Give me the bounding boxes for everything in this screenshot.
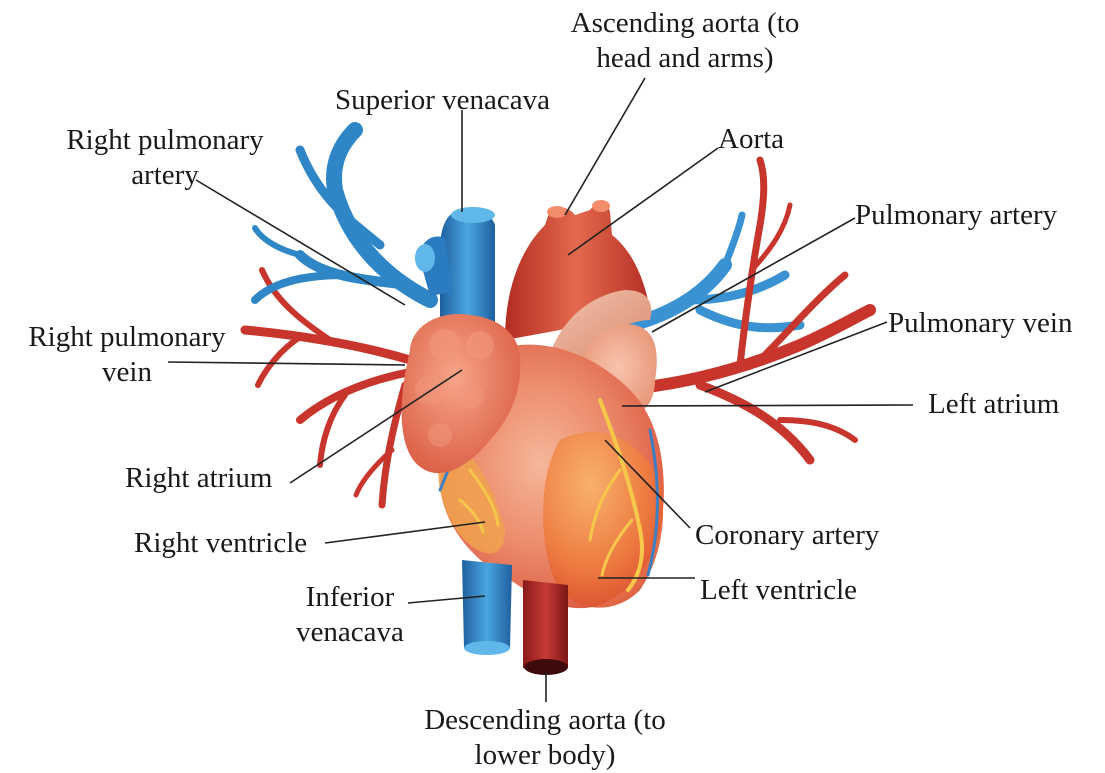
label-ascending-aorta-line1: Ascending aorta (to — [540, 6, 830, 41]
label-right-pulmonary-vein-line2: vein — [2, 355, 252, 390]
label-right-ventricle: Right ventricle — [134, 526, 307, 561]
label-left-ventricle: Left ventricle — [700, 573, 857, 608]
label-descending-aorta-line1: Descending aorta (to — [390, 703, 700, 738]
label-left-atrium: Left atrium — [928, 387, 1059, 422]
label-ascending-aorta-line2: head and arms) — [540, 41, 830, 76]
label-pulmonary-vein: Pulmonary vein — [888, 306, 1072, 341]
label-inferior-venacava-line1: Inferior — [280, 580, 420, 615]
label-coronary-artery: Coronary artery — [695, 518, 879, 553]
label-inferior-venacava: Inferior venacava — [280, 580, 420, 650]
label-right-pulmonary-artery-line1: Right pulmonary — [40, 123, 290, 158]
label-right-pulmonary-vein-line1: Right pulmonary — [2, 320, 252, 355]
label-aorta: Aorta — [718, 122, 784, 157]
descending-aorta — [523, 580, 568, 675]
label-pulmonary-artery: Pulmonary artery — [855, 198, 1057, 233]
label-ascending-aorta: Ascending aorta (to head and arms) — [540, 6, 830, 76]
label-right-pulmonary-artery-line2: artery — [40, 158, 290, 193]
inferior-venacava — [462, 560, 512, 655]
label-descending-aorta-line2: lower body) — [390, 738, 700, 773]
label-inferior-venacava-line2: venacava — [280, 615, 420, 650]
label-right-pulmonary-vein: Right pulmonary vein — [2, 320, 252, 390]
label-descending-aorta: Descending aorta (to lower body) — [390, 703, 700, 773]
label-superior-venacava: Superior venacava — [335, 83, 550, 118]
label-right-atrium: Right atrium — [125, 461, 272, 496]
label-right-pulmonary-artery: Right pulmonary artery — [40, 123, 290, 193]
